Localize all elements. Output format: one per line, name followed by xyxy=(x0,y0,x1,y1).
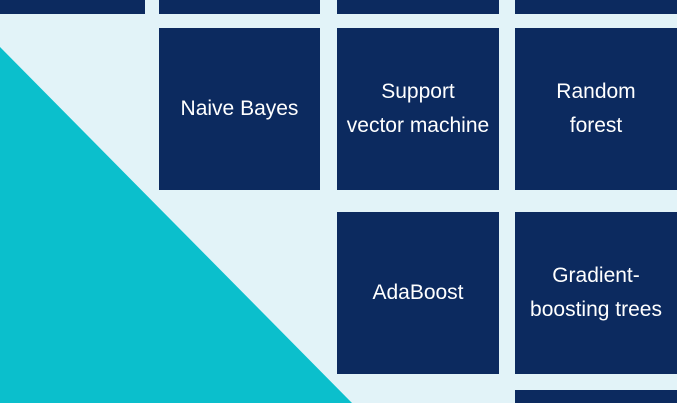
tile-support-vector-machine: Support vector machine xyxy=(337,28,499,190)
tile-top-row-4 xyxy=(515,0,677,14)
tile-label-line-2: boosting trees xyxy=(530,298,662,321)
tile-label-line-2: vector machine xyxy=(346,114,490,137)
tile-top-row-2 xyxy=(159,0,320,14)
tile-label: AdaBoost xyxy=(372,281,464,304)
tile-label: Naive Bayes xyxy=(180,97,299,120)
tile-adaboost: AdaBoost xyxy=(337,212,499,374)
tile-gradient-boosting-trees: Gradient- boosting trees xyxy=(515,212,677,374)
tile-label-line-2: forest xyxy=(569,114,623,137)
tile-random-forest: Random forest xyxy=(515,28,677,190)
tile-label-line-1: Support xyxy=(381,80,455,103)
tile-label-line-1: Gradient- xyxy=(552,264,640,287)
tile-bottom-row-partial xyxy=(515,390,677,403)
tile-label-line-1: Random xyxy=(556,80,636,103)
tile-top-row-1 xyxy=(0,0,145,14)
tile-top-row-3 xyxy=(337,0,499,14)
tile-naive-bayes: Naive Bayes xyxy=(159,28,320,190)
